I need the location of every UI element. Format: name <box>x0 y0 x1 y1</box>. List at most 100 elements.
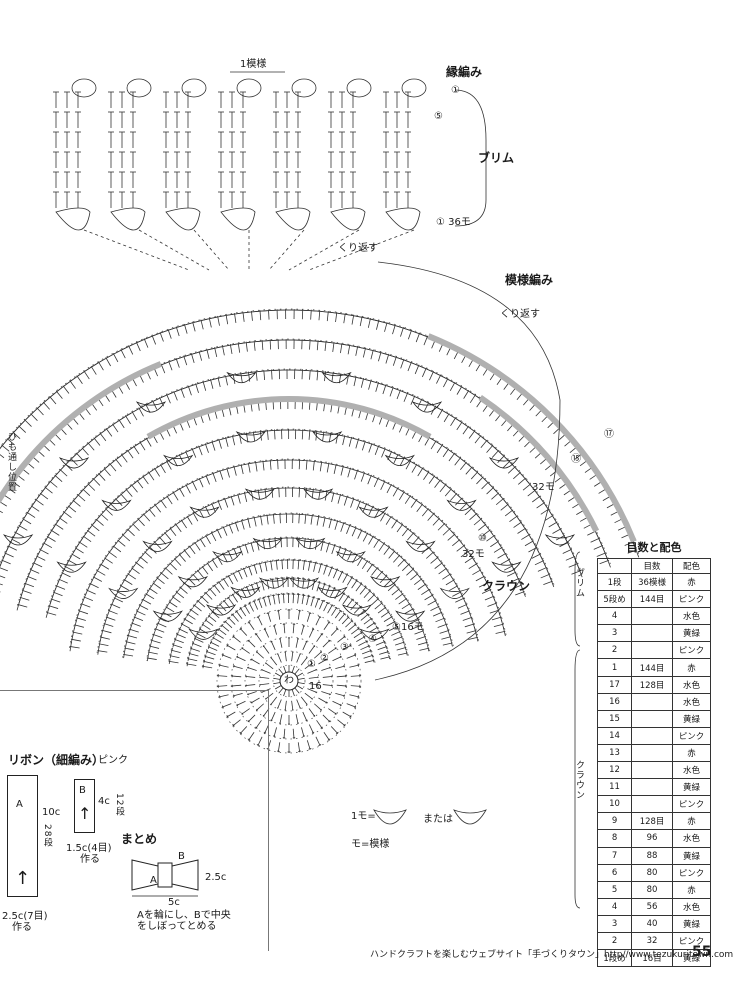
stitch <box>439 629 450 634</box>
crown-group-label: クラウン <box>574 760 584 800</box>
stitch <box>328 518 332 529</box>
stitch-bar <box>311 596 316 599</box>
stitch <box>430 556 439 564</box>
stitch <box>308 429 311 440</box>
shell-motif <box>226 371 257 384</box>
stitch <box>346 598 354 608</box>
stitch <box>349 694 360 698</box>
stitch-bar <box>401 557 407 563</box>
stitch-bar <box>218 602 222 607</box>
row17-label: ⑰ <box>604 429 614 440</box>
stitch <box>205 475 210 485</box>
stitch <box>54 523 64 530</box>
stitch <box>318 658 328 665</box>
stitch <box>357 609 366 618</box>
table-cell: 赤 <box>671 572 712 592</box>
stitch <box>22 518 32 525</box>
stitch-bar <box>0 445 3 450</box>
stitch <box>217 675 228 677</box>
stitch <box>277 699 282 709</box>
stitch <box>256 540 260 551</box>
stitch <box>355 345 359 356</box>
stitch <box>476 476 484 485</box>
stitch <box>188 652 199 657</box>
stitch-bar <box>332 587 337 590</box>
stitch <box>175 591 185 599</box>
stitch <box>407 361 412 372</box>
stitch <box>267 612 272 622</box>
stitch-bar <box>348 550 355 555</box>
stitch <box>303 537 306 548</box>
stitch <box>393 554 401 563</box>
stitch <box>72 631 83 635</box>
stitch <box>335 312 338 323</box>
stitch-bar <box>367 644 370 648</box>
stitch <box>335 433 339 444</box>
stitch <box>394 641 405 646</box>
stitch-bar <box>262 645 265 648</box>
stitch-bar <box>405 650 408 656</box>
stitch <box>373 539 380 548</box>
ribbon-a-make: 作る <box>12 922 32 933</box>
shell-motif <box>288 577 320 589</box>
stitch-bar <box>247 621 251 624</box>
table-cell: 黄緑 <box>671 914 712 933</box>
stitch-bar <box>233 664 235 668</box>
stitch <box>183 549 191 558</box>
stitch <box>324 340 327 352</box>
stitch <box>152 582 162 589</box>
stitch <box>195 383 199 393</box>
stitch <box>337 571 343 581</box>
stitch <box>0 575 6 579</box>
stitch <box>260 515 263 526</box>
stitch <box>366 563 374 573</box>
crown-row <box>0 368 583 575</box>
stitch <box>198 508 204 519</box>
stitch <box>340 522 345 532</box>
stitch <box>39 492 49 500</box>
stitch <box>112 545 122 553</box>
stitch <box>212 637 222 643</box>
table-cell <box>631 607 673 626</box>
table-cell: 黄緑 <box>671 846 712 865</box>
stitch <box>421 508 429 517</box>
table-cell: 128目 <box>631 675 673 694</box>
stitch-bar <box>244 517 252 521</box>
stitch <box>521 534 531 540</box>
table-cell <box>631 743 673 763</box>
crown-row <box>45 428 527 616</box>
stitch <box>314 539 318 550</box>
stitch <box>175 358 180 368</box>
stitch-bar <box>343 694 345 698</box>
stitch-bar <box>220 525 227 530</box>
stitch <box>229 344 233 354</box>
stitch <box>164 532 172 541</box>
stitch <box>412 536 420 545</box>
stitch-bar <box>227 616 231 620</box>
stitch <box>124 647 135 651</box>
stitch <box>97 361 104 371</box>
table-cell: 水色 <box>671 897 712 916</box>
stitch <box>456 421 463 431</box>
stitch <box>301 624 305 635</box>
row15-label: ⑮ <box>571 454 581 465</box>
stitch-bar <box>318 616 322 619</box>
stitch-bar <box>0 439 8 450</box>
stitch <box>227 575 234 585</box>
stitch-bar <box>418 576 424 583</box>
stitch-bar <box>349 644 352 647</box>
stitch <box>122 534 131 542</box>
stitch <box>351 627 360 635</box>
stitch-bar <box>214 528 221 532</box>
stitch <box>247 667 257 671</box>
table-cell: 4 <box>596 897 633 916</box>
stitch <box>377 646 388 651</box>
stitch <box>398 598 408 605</box>
stitch-bar <box>419 622 423 629</box>
stitch-bar <box>379 601 384 606</box>
stitch <box>146 657 157 660</box>
stitch <box>353 631 363 639</box>
stitch-bar <box>204 618 208 623</box>
